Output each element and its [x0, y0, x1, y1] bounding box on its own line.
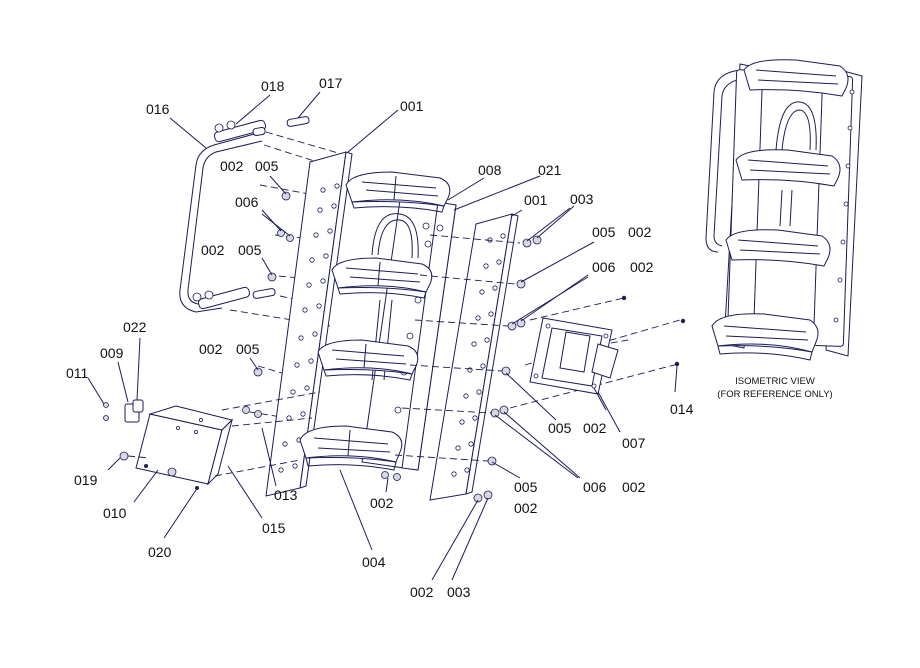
- callout-002: 002: [583, 420, 607, 436]
- callout-002: 002: [370, 495, 394, 511]
- leader-lines: [87, 91, 678, 581]
- electrical-box-015: [127, 391, 321, 486]
- callout-002: 002: [630, 259, 654, 275]
- callout-009: 009: [100, 345, 124, 361]
- callout-014: 014: [670, 401, 694, 417]
- callout-008: 008: [478, 162, 502, 178]
- callout-007: 007: [622, 435, 646, 451]
- callout-005: 005: [514, 479, 538, 495]
- callout-005: 005: [592, 224, 616, 240]
- switch-009-022: [103, 399, 199, 490]
- callout-018: 018: [261, 78, 285, 94]
- step-tier-3: [317, 339, 419, 381]
- step-tier-1: [345, 171, 451, 213]
- callout-011: 011: [66, 365, 89, 381]
- callout-001-right: 001: [524, 192, 548, 208]
- fasteners-right: [473, 235, 542, 503]
- callout-002: 002: [410, 584, 434, 600]
- callout-002: 002: [622, 479, 646, 495]
- callout-002: 002: [220, 158, 244, 174]
- callout-006: 006: [583, 479, 607, 495]
- bracket-007: [529, 295, 686, 395]
- callout-005: 005: [238, 242, 262, 258]
- fasteners-left: [242, 191, 401, 481]
- rail-pins-017-018: [252, 116, 310, 299]
- step-tier-4-bottom-004: [299, 425, 403, 471]
- callout-002: 002: [201, 242, 225, 258]
- callout-006: 006: [235, 194, 259, 210]
- callout-013: 013: [274, 487, 298, 503]
- callout-003-top: 003: [570, 191, 594, 207]
- callout-005: 005: [548, 420, 572, 436]
- callout-001-left: 001: [400, 98, 424, 114]
- callout-002: 002: [199, 341, 223, 357]
- callout-021: 021: [538, 162, 562, 178]
- callout-002: 002: [514, 500, 538, 516]
- callout-005: 005: [236, 341, 260, 357]
- callout-labels: 018 017 016 001 002 005 008 021 006 001 …: [66, 75, 694, 600]
- callout-019: 019: [74, 472, 98, 488]
- isometric-caption: ISOMETRIC VIEW (FOR REFERENCE ONLY): [717, 376, 832, 400]
- callout-006: 006: [592, 259, 616, 275]
- callout-022: 022: [123, 319, 147, 335]
- handrail-016: [179, 119, 267, 313]
- left-side-plate-001: [265, 151, 353, 497]
- center-frame-008: [361, 199, 457, 471]
- callout-017: 017: [319, 75, 343, 91]
- callout-015: 015: [262, 520, 286, 536]
- right-side-plate-001: [429, 213, 519, 501]
- callout-003-bottom: 003: [447, 584, 471, 600]
- callout-004: 004: [362, 554, 386, 570]
- isometric-view-assembly: [705, 59, 863, 361]
- callout-016: 016: [146, 101, 170, 117]
- callout-010: 010: [103, 505, 127, 521]
- callout-002: 002: [628, 224, 652, 240]
- isometric-caption-line2: (FOR REFERENCE ONLY): [717, 389, 832, 400]
- callout-005: 005: [255, 158, 279, 174]
- callout-020: 020: [148, 544, 172, 560]
- isometric-caption-line1: ISOMETRIC VIEW: [735, 376, 815, 387]
